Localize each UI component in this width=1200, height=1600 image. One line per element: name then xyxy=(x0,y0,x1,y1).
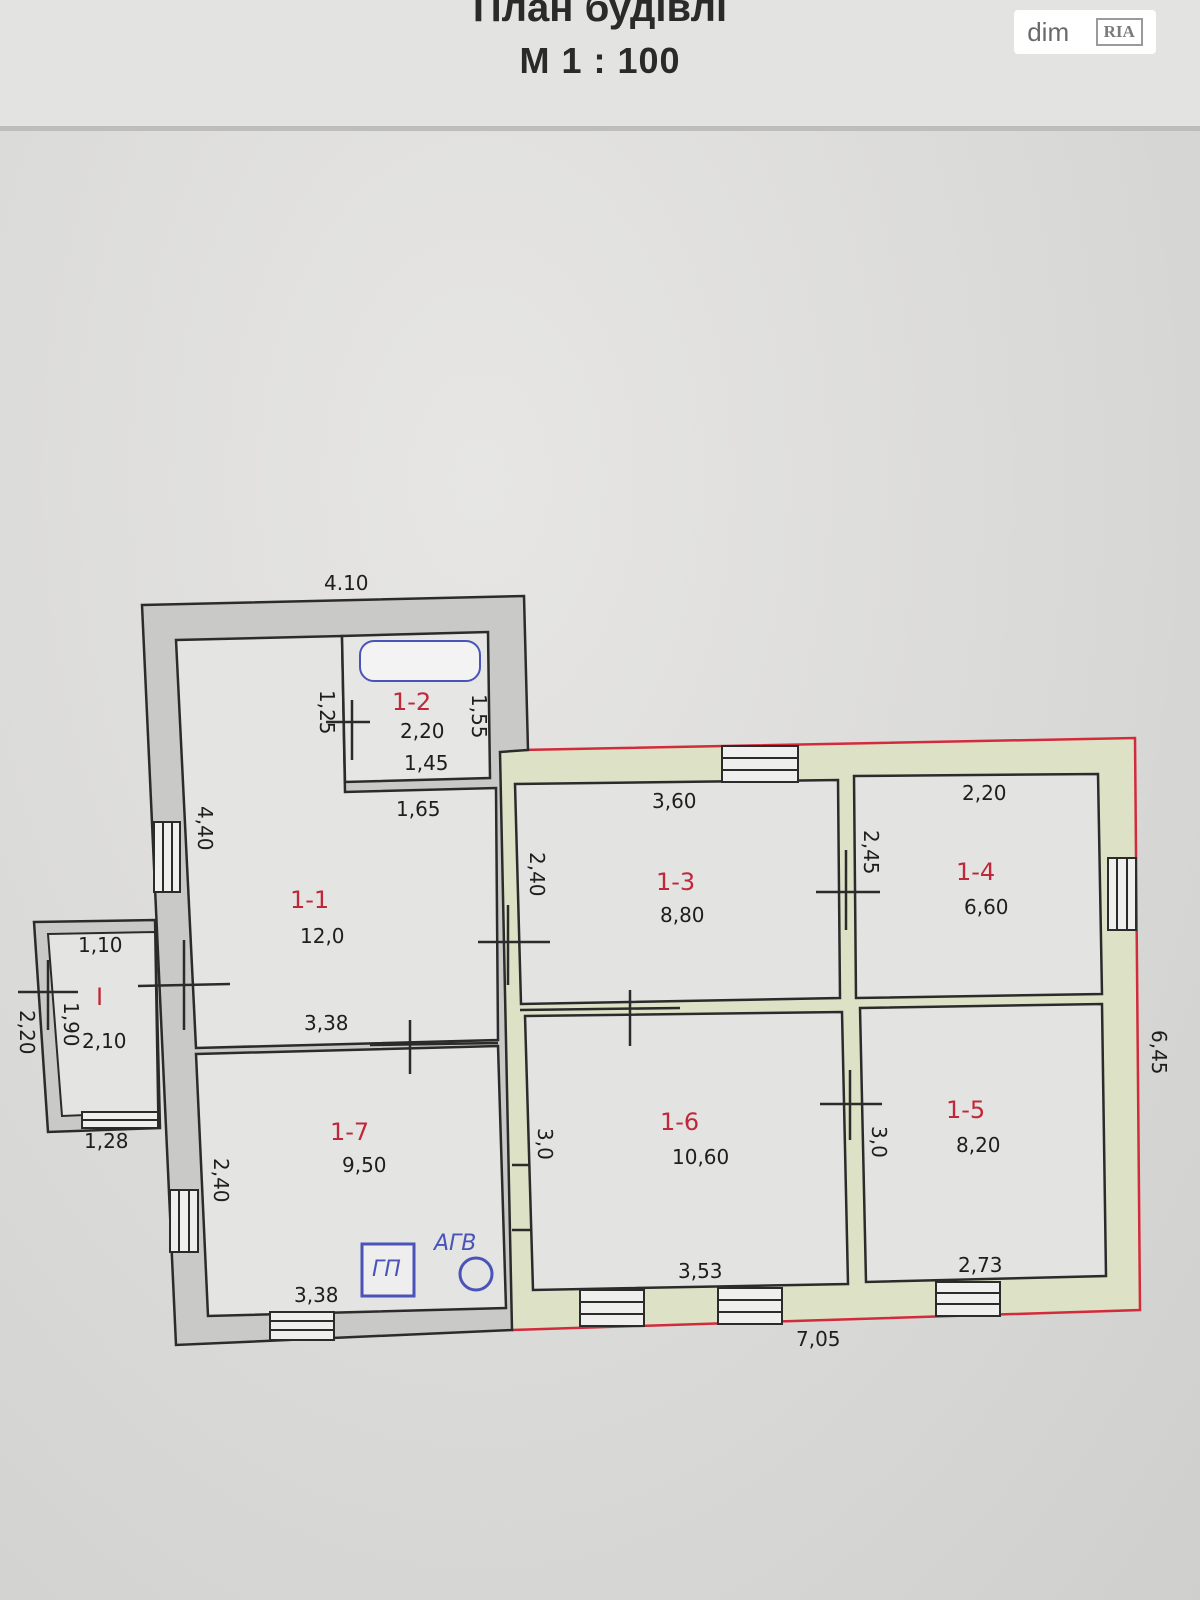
dim-4-40: 4,40 xyxy=(193,806,217,851)
dim-3-0-a: 3,0 xyxy=(533,1128,557,1160)
dim-3-0-b: 3,0 xyxy=(867,1126,891,1158)
room-1-6-area: 10,60 xyxy=(672,1145,729,1169)
plan-scale: М 1 : 100 xyxy=(519,40,681,81)
logo-ria-text: RIA xyxy=(1095,18,1143,46)
extension-red-outline xyxy=(511,736,1142,1332)
room-1-6-floor xyxy=(523,1010,850,1292)
dim-1-90: 1,90 xyxy=(59,1002,83,1047)
dim-7-05: 7,05 xyxy=(796,1327,841,1351)
dim-2-40-low: 2,40 xyxy=(209,1158,233,1203)
room-1-7-floor xyxy=(194,1044,508,1318)
room-1-6-id: 1-6 xyxy=(660,1108,699,1136)
dim-3-38-mid: 3,38 xyxy=(304,1011,349,1035)
room-1-2-id: 1-2 xyxy=(392,688,431,716)
dim-3-60: 3,60 xyxy=(652,789,697,813)
window-right xyxy=(1107,857,1137,931)
dim-top-overall: 4.10 xyxy=(324,571,369,595)
dim-1-28: 1,28 xyxy=(84,1129,129,1153)
stove-icon: ГП xyxy=(360,1242,416,1298)
stove-label: ГП xyxy=(372,1257,401,1282)
window-bottom-2 xyxy=(579,1289,645,1327)
dim-2-73: 2,73 xyxy=(958,1253,1003,1277)
agv-boiler-icon xyxy=(458,1256,494,1292)
dim-6-45: 6,45 xyxy=(1147,1030,1171,1075)
dim-2-20-left: 2,20 xyxy=(15,1010,39,1055)
room-1-1-area: 12,0 xyxy=(300,924,345,948)
room-1-2-area: 2,20 xyxy=(400,719,445,743)
room-1-4-id: 1-4 xyxy=(956,858,995,886)
porch-i-area: 2,10 xyxy=(82,1029,127,1053)
header-strip xyxy=(0,0,1200,128)
logo-dim-text: dim xyxy=(1027,16,1070,47)
window-top-ext xyxy=(721,745,799,783)
dim-1-45: 1,45 xyxy=(404,751,449,775)
agv-label: АГВ xyxy=(432,1231,476,1256)
room-1-3-id: 1-3 xyxy=(656,868,695,896)
window-bottom-3 xyxy=(717,1287,783,1325)
window-left-2 xyxy=(169,1189,199,1253)
room-1-3-area: 8,80 xyxy=(660,903,705,927)
door-marks xyxy=(18,700,882,1232)
dim-1-25: 1,25 xyxy=(315,690,339,735)
room-1-4-floor xyxy=(852,772,1104,1000)
room-1-5-id: 1-5 xyxy=(946,1096,985,1124)
window-left-1 xyxy=(153,821,181,893)
window-bottom-1 xyxy=(269,1311,335,1341)
dim-ria-logo[interactable]: dim RIA xyxy=(1014,10,1156,54)
room-1-7-id: 1-7 xyxy=(330,1118,369,1146)
dim-2-20-top: 2,20 xyxy=(962,781,1007,805)
plan-title: План будівлі xyxy=(472,0,728,30)
room-1-5-area: 8,20 xyxy=(956,1133,1001,1157)
dim-1-65: 1,65 xyxy=(396,797,441,821)
porch-i-id: I xyxy=(96,983,103,1011)
room-1-7-area: 9,50 xyxy=(342,1153,387,1177)
window-bottom-4 xyxy=(935,1281,1001,1317)
dim-3-38-bottom: 3,38 xyxy=(294,1283,339,1307)
room-1-1-id: 1-1 xyxy=(290,886,329,914)
dim-2-40: 2,40 xyxy=(525,852,549,897)
room-1-5-floor xyxy=(858,1002,1108,1284)
room-1-4-area: 6,60 xyxy=(964,895,1009,919)
fold-line xyxy=(0,126,1200,131)
dim-2-45: 2,45 xyxy=(859,830,883,875)
dim-1-10: 1,10 xyxy=(78,933,123,957)
dim-1-55: 1,55 xyxy=(467,694,491,739)
window-porch xyxy=(81,1111,159,1129)
dim-3-53: 3,53 xyxy=(678,1259,723,1283)
bathtub-icon xyxy=(359,640,481,682)
